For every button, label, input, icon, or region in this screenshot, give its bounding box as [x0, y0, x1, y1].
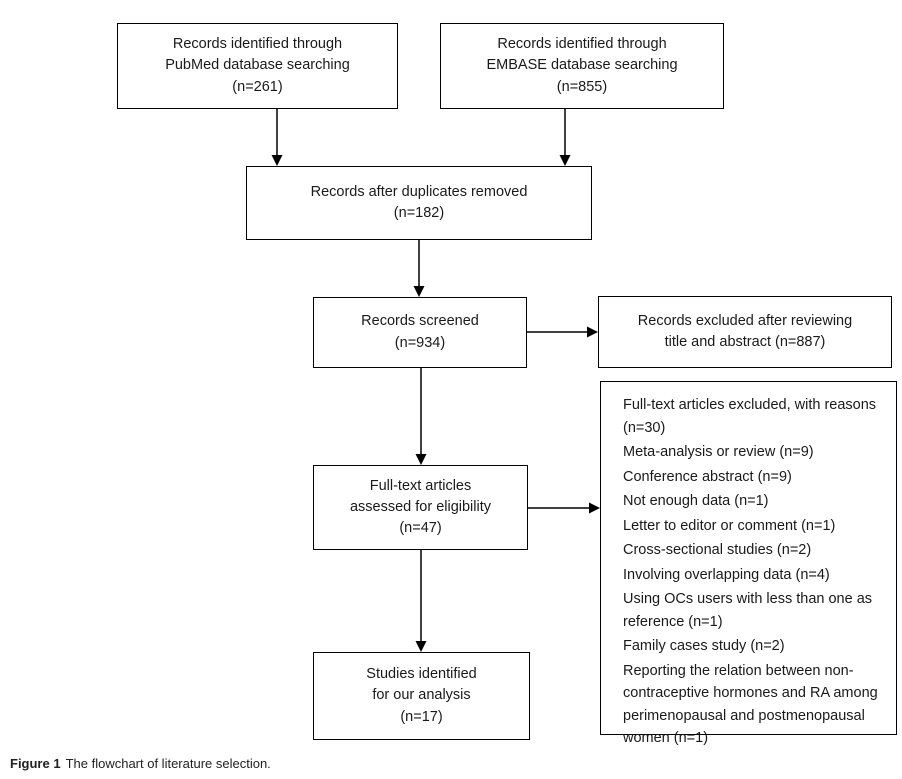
arrow-screened-to-excluded	[527, 326, 598, 338]
exclusion-reason: Meta-analysis or review (n=9)	[623, 444, 814, 460]
arrow-pubmed-to-duplicates	[271, 109, 283, 166]
exclusion-reason: Full-text articles excluded, with reason…	[623, 397, 877, 436]
exclusion-reason: Reporting the relation between non-contr…	[623, 662, 878, 747]
box-duplicates-removed: Records after duplicates removed (n=182)	[246, 166, 592, 240]
exclusion-reason: Letter to editor or comment (n=1)	[623, 517, 836, 534]
box-fulltext-excluded: Full-text articles excluded, with reason…	[600, 381, 897, 746]
arrow-embase-to-duplicates	[559, 109, 571, 166]
figure-caption: Figure 1 The flowchart of literature sele…	[10, 756, 271, 771]
box-fulltext-assessed: Full-text articles assessed for eligibil…	[313, 465, 528, 550]
exclusion-reason: Cross-sectional studies (n=2)	[623, 542, 812, 558]
arrow-assessed-to-studies	[415, 550, 427, 652]
box-records-screened: Records screened (n=934)	[313, 297, 527, 368]
figure-caption-text: The flowchart of literature selection.	[65, 756, 271, 771]
arrow-duplicates-to-screened	[413, 240, 425, 297]
exclusion-reason: Involving overlapping data (n=4)	[623, 566, 830, 583]
exclusion-reason: Family cases study (n=2)	[623, 638, 785, 654]
figure-caption-label: Figure 1	[10, 756, 61, 771]
box-studies-identified: Studies identified for our analysis (n=1…	[313, 652, 530, 740]
exclusion-reason: Not enough data (n=1)	[623, 493, 769, 509]
exclusion-reason: Using OCs users with less than one as re…	[623, 591, 873, 630]
box-records-excluded: Records excluded after reviewing title a…	[598, 296, 892, 368]
arrow-assessed-to-fulltext-excluded	[528, 502, 600, 514]
box-records-pubmed: Records identified through PubMed databa…	[117, 23, 398, 109]
exclusion-reason: Conference abstract (n=9)	[623, 468, 792, 485]
arrow-screened-to-assessed	[415, 368, 427, 465]
box-records-embase: Records identified through EMBASE databa…	[440, 23, 724, 109]
